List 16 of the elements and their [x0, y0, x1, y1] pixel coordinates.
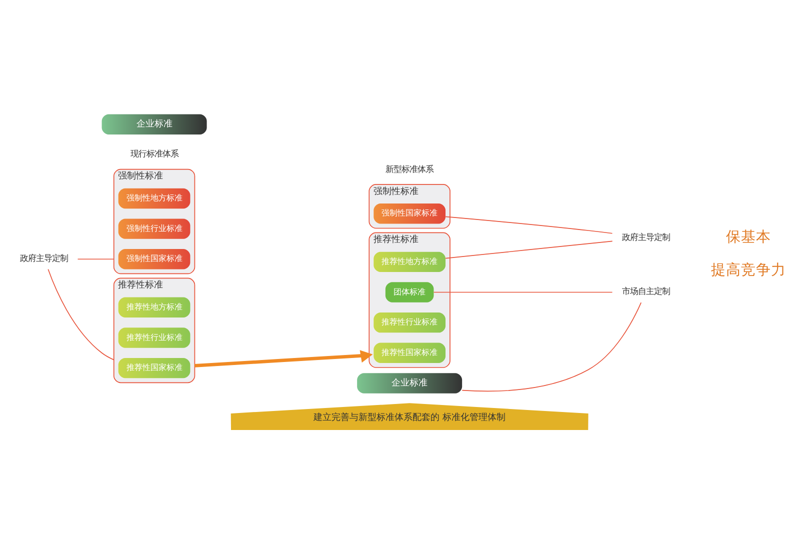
connector	[445, 240, 613, 258]
connector	[445, 216, 613, 234]
connector	[462, 302, 642, 392]
label: 提高竞争力	[710, 260, 786, 278]
connector	[77, 258, 114, 260]
node-text: 政府主导定制	[20, 252, 68, 263]
label: 保基本	[726, 228, 771, 245]
connector	[48, 268, 114, 360]
node-box: 企业标准	[357, 372, 462, 393]
connector	[433, 291, 613, 292]
arrow	[194, 350, 373, 367]
label: 新型标准体系	[386, 163, 434, 174]
node-text: 政府主导定制	[622, 231, 670, 242]
node-box: 企业标准	[102, 114, 207, 134]
label: 现行标准体系	[130, 148, 178, 158]
node-text: 市场自主定制	[622, 286, 670, 296]
